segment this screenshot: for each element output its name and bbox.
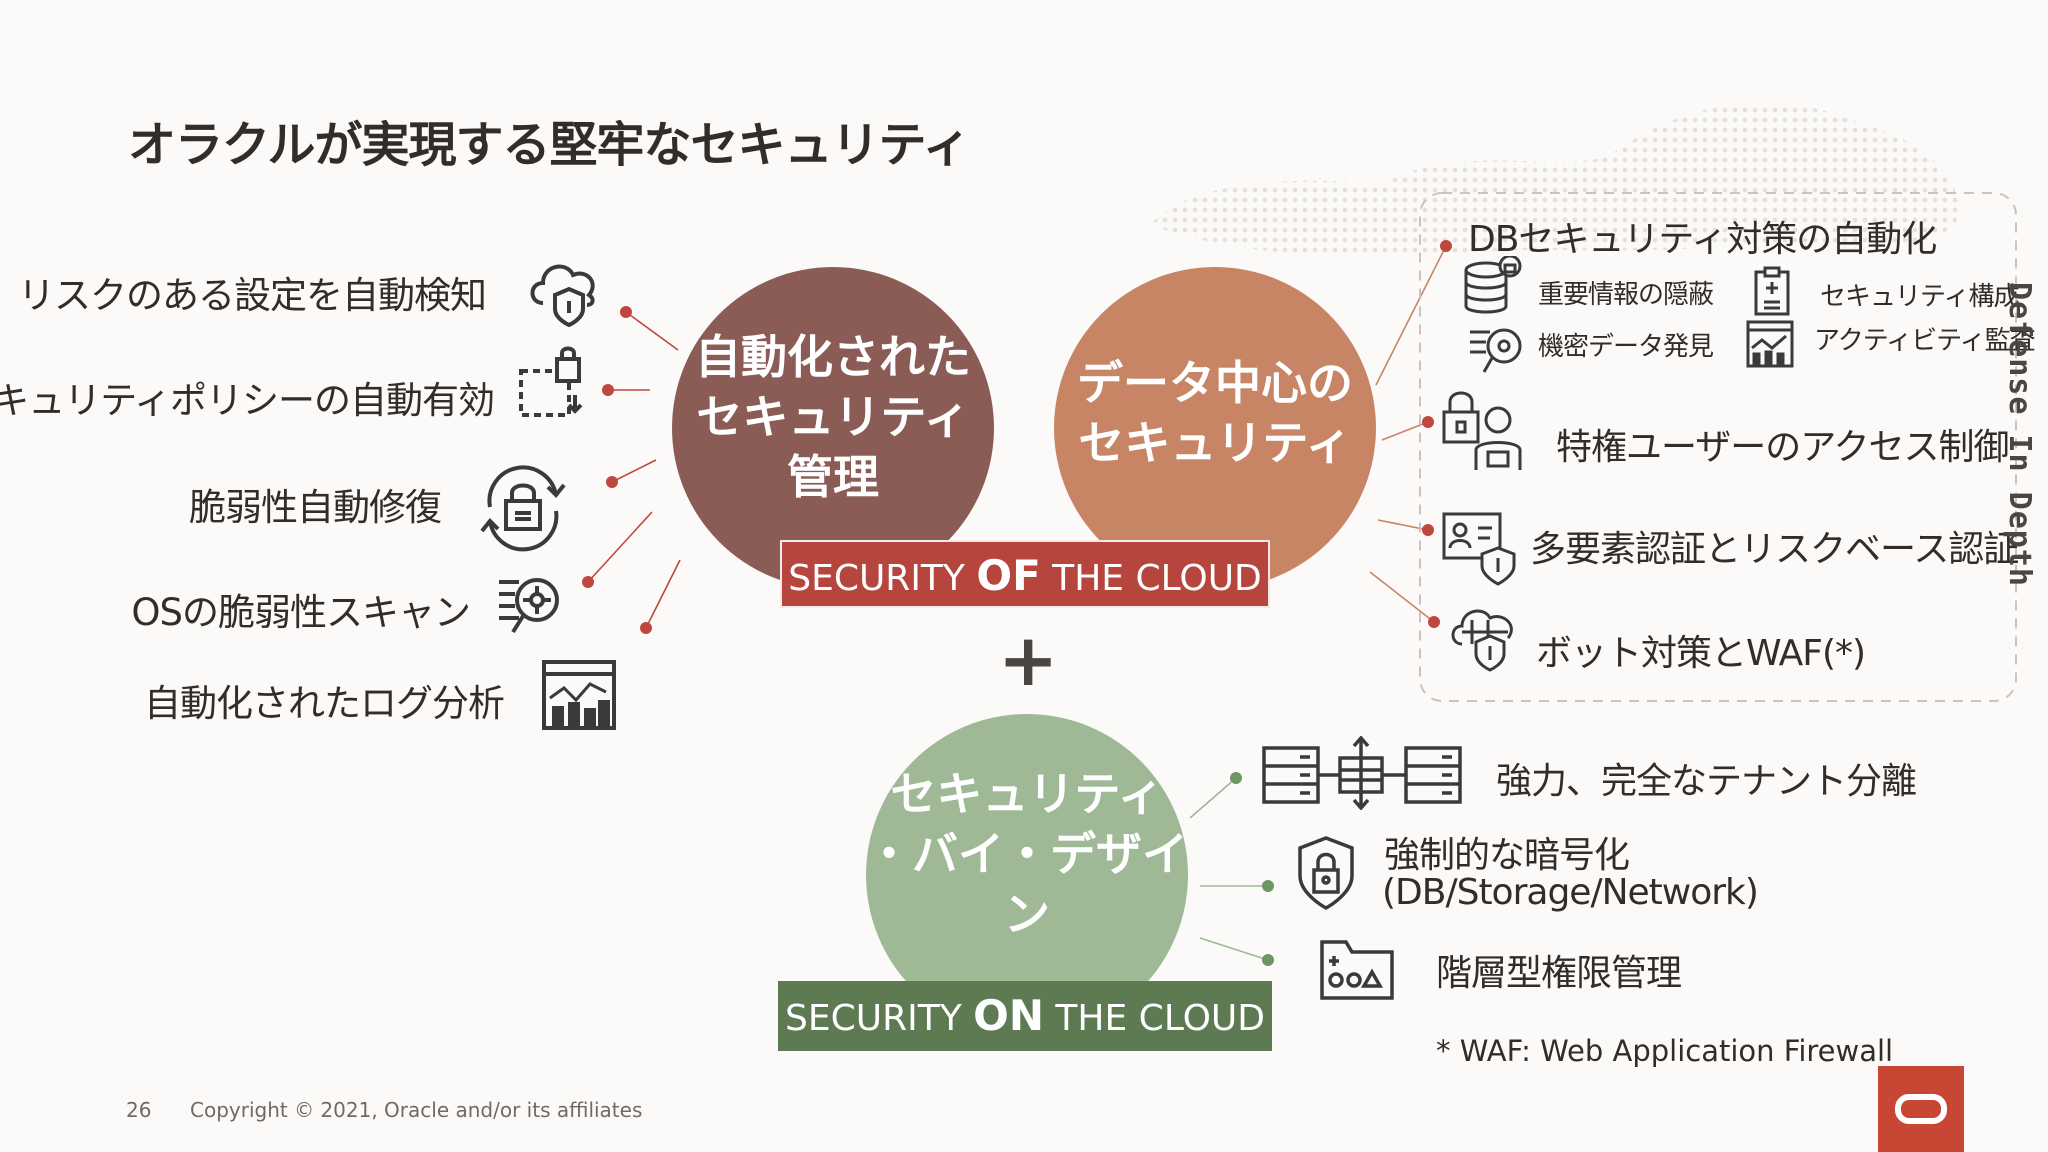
right-item-mfa: 多要素認証とリスクベース認証 (1530, 529, 2019, 570)
clipboard-icon (1754, 266, 1790, 316)
lock-user-icon (1442, 391, 1522, 470)
db-sub-audit: アクティビティ監査 (1814, 326, 2036, 356)
bottom-item-encryption-scope: (DB/Storage/Network) (1382, 872, 1759, 913)
bottom-item-encryption: 強制的な暗号化 (1384, 835, 1630, 876)
copyright: Copyright © 2021, Oracle and/or its affi… (190, 1098, 643, 1122)
security-on-cloud-banner: SECURITY ON THE CLOUD (778, 981, 1272, 1051)
left-item-policy: セキュリティポリシーの自動有効 (0, 379, 495, 422)
left-item-os-scan: OSの脆弱性スキャン (131, 591, 471, 634)
lock-refresh-icon (480, 465, 566, 552)
oracle-logo-icon (1878, 1066, 1964, 1152)
id-card-shield-icon (1442, 512, 1516, 586)
db-sub-discovery: 機密データ発見 (1538, 332, 1714, 362)
defense-in-depth-label: Defense In Depth (2002, 282, 2037, 587)
footnote: * WAF: Web Application Firewall (1436, 1034, 1894, 1068)
plus-sign: + (998, 618, 1059, 702)
server-isolation-icon (1262, 736, 1462, 810)
page-title: オラクルが実現する堅牢なセキュリティ (128, 117, 971, 173)
document-virus-icon (1470, 328, 1522, 373)
auto-security-circle: 自動化された セキュリティ 管理 (672, 267, 994, 589)
cloud-shield-icon (1451, 609, 1513, 672)
dashed-lock-icon (519, 346, 583, 417)
dot (620, 306, 632, 318)
bottom-item-hierarchy: 階層型権限管理 (1436, 953, 1682, 994)
left-item-vuln-fix: 脆弱性自動修復 (189, 486, 442, 529)
data-security-circle: データ中心の セキュリティ (1054, 267, 1376, 589)
scan-virus-icon (499, 578, 559, 634)
cloud-shield-icon (530, 264, 595, 328)
map-texture (1150, 102, 1959, 257)
shield-lock-icon (1298, 836, 1354, 910)
left-item-risk-config: リスクのある設定を自動検知 (18, 274, 487, 317)
db-sub-masking: 重要情報の隠蔽 (1538, 280, 1714, 310)
right-item-privileged: 特権ユーザーのアクセス制御 (1556, 427, 2009, 468)
folder-shapes-icon (1320, 940, 1394, 1000)
chart-monitor-icon (542, 660, 616, 730)
db-security-heading: DBセキュリティ対策の自動化 (1468, 219, 1937, 260)
left-item-log: 自動化されたログ分析 (144, 682, 505, 725)
monitor-chart-icon (1746, 320, 1794, 368)
database-lock-icon (1464, 256, 1522, 314)
bottom-item-tenant: 強力、完全なテナント分離 (1496, 761, 1917, 802)
right-item-waf: ボット対策とWAF(*) (1536, 633, 1866, 674)
db-sub-config: セキュリティ構成 (1820, 282, 2019, 312)
page-number: 26 (126, 1098, 152, 1122)
security-of-cloud-banner: SECURITY OF THE CLOUD (780, 540, 1270, 608)
